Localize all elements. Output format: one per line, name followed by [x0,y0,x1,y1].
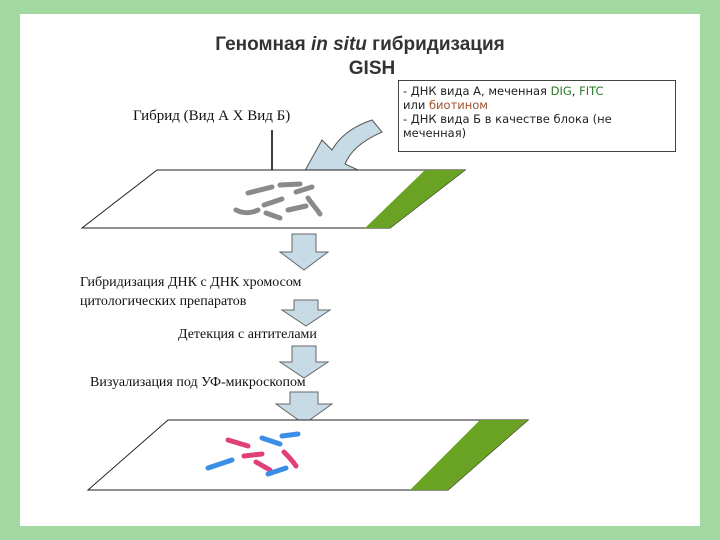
down-arrow-4 [276,392,332,424]
down-arrow-2 [282,300,330,326]
down-arrow-1 [280,234,328,270]
chromosome-red [244,454,262,456]
step-detection: Детекция с антителами [178,327,317,343]
chromosome [236,210,258,213]
step-hybridization-line2: цитологических препаратов [80,294,246,310]
chromosome-blue [282,434,298,436]
down-arrow-3 [280,346,328,378]
chromosome [280,184,300,185]
step-visualization: Визуализация под УФ-микроскопом [90,375,306,391]
probe-curved-arrow [302,120,382,176]
step-hybridization-line1: Гибридизация ДНК с ДНК хромосом [80,275,301,291]
